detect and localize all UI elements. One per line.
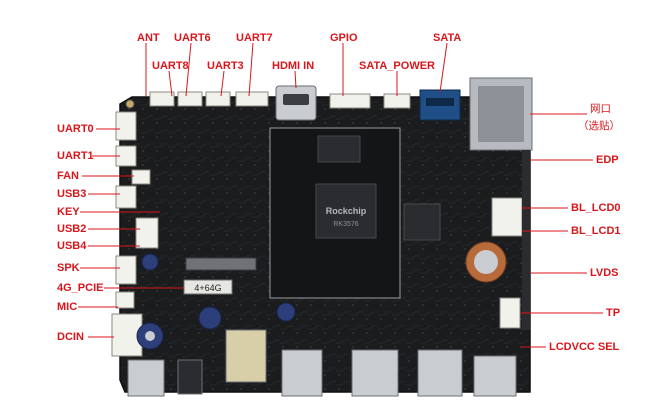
label-sata-power: SATA_POWER (359, 60, 435, 72)
label-hdmi-in: HDMI IN (272, 60, 315, 72)
label-bl-lcd0: BL_LCD0 (571, 202, 621, 214)
soc-brand-mark: Rockchip (326, 206, 367, 216)
module-spec-label: 4+64G (194, 283, 221, 293)
label-usb4: USB4 (57, 240, 87, 252)
label-tp: TP (606, 307, 621, 319)
label-sata: SATA (433, 32, 462, 44)
label-uart7: UART7 (236, 32, 273, 44)
label-uart8: UART8 (152, 60, 189, 72)
label-uart1: UART1 (57, 150, 94, 162)
label-key: KEY (57, 206, 80, 218)
uart-header-row (149, 91, 269, 107)
label-gpio: GPIO (330, 32, 358, 44)
label-usb3: USB3 (57, 188, 87, 200)
label-network-port-note: （选贴） (578, 120, 620, 132)
bottom-ports (127, 329, 517, 397)
label-lcdvcc-sel: LCDVCC SEL (549, 341, 620, 353)
network-port-jack (469, 77, 533, 151)
callout-lines (78, 42, 603, 348)
soc-module: Rockchip RK3576 (269, 127, 441, 299)
label-mic: MIC (57, 301, 78, 313)
pcie-slot: 4+64G (183, 257, 257, 295)
label-spk: SPK (57, 262, 80, 274)
soc-part-mark: RK3576 (333, 221, 358, 228)
label-dcin: DCIN (57, 331, 84, 343)
hdmi-in-connector (275, 85, 317, 121)
gpio-header (329, 93, 371, 109)
label-uart3: UART3 (207, 60, 244, 72)
sata-power-connector (383, 93, 411, 109)
label-uart6: UART6 (174, 32, 211, 44)
sata-connector (419, 89, 461, 121)
label-lvds: LVDS (590, 267, 619, 279)
label-4g-pcie: 4G_PCIE (57, 282, 104, 294)
label-uart0: UART0 (57, 123, 94, 135)
left-headers (115, 111, 159, 309)
label-ant: ANT (137, 32, 160, 44)
label-network-port: 网口 (590, 103, 611, 115)
label-edp: EDP (596, 154, 619, 166)
label-fan: FAN (57, 170, 79, 182)
label-bl-lcd1: BL_LCD1 (571, 225, 621, 237)
coin-cell-battery (465, 241, 507, 283)
capacitors (136, 253, 296, 350)
right-headers (491, 150, 530, 330)
label-usb2: USB2 (57, 223, 87, 235)
